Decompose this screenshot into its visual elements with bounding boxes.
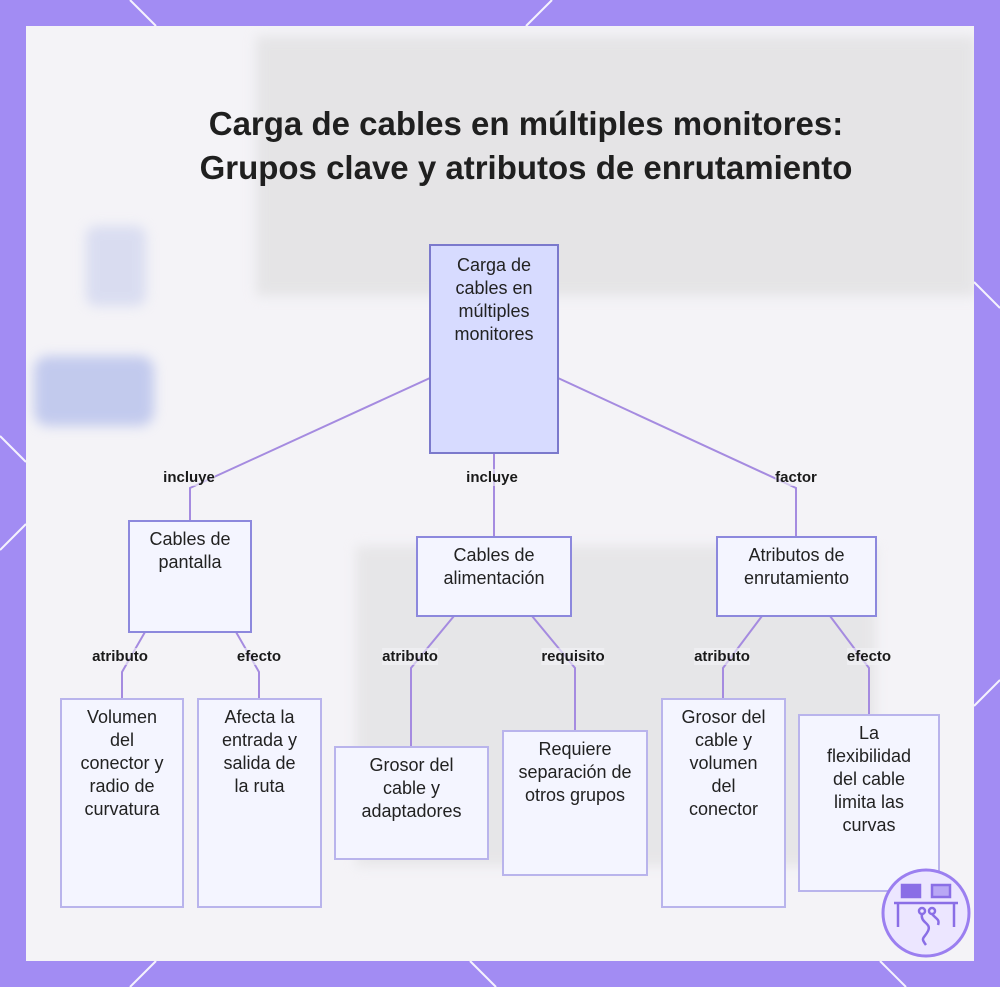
edge-label-root-power: incluye <box>466 469 518 486</box>
edge-label-root-display: incluye <box>163 469 215 486</box>
edge-root-routing <box>557 377 797 536</box>
diagram-title: Carga de cables en múltiples monitores: … <box>199 105 853 186</box>
node-display-cables: Cables de pantalla <box>128 520 252 633</box>
edge-routing-attr <box>722 615 763 698</box>
edge-display-attr <box>121 631 146 698</box>
edge-label-routing-attr: atributo <box>694 648 750 665</box>
edge-label-power-req: requisito <box>541 648 605 665</box>
edge-label-root-routing: factor <box>775 469 817 486</box>
edge-label-routing-effect: efecto <box>846 648 892 665</box>
edge-label-display-attr: atributo <box>92 648 148 665</box>
node-routing-attributes: Atributos de enrutamiento <box>716 536 877 617</box>
node-routing-attribute: Grosor del cable y volumen del conector <box>661 698 786 908</box>
edge-label-power-attr: atributo <box>382 648 438 665</box>
node-power-attribute: Grosor del cable y adaptadores <box>334 746 489 860</box>
edge-routing-effect <box>829 615 870 714</box>
edge-display-effect <box>235 631 260 698</box>
edge-root-display <box>189 377 431 520</box>
node-power-requirement: Requiere separación de otros grupos <box>502 730 648 876</box>
node-routing-effect: La flexibilidad del cable limita las cur… <box>798 714 940 892</box>
edge-power-attr <box>410 615 455 746</box>
node-power-cables: Cables de alimentación <box>416 536 572 617</box>
desk-computers-icon <box>881 868 971 958</box>
node-display-effect: Afecta la entrada y salida de la ruta <box>197 698 322 908</box>
node-root: Carga de cables en múltiples monitores <box>429 244 559 454</box>
node-display-attribute: Volumen del conector y radio de curvatur… <box>60 698 184 908</box>
edge-label-display-effect: efecto <box>236 648 282 665</box>
edge-power-req <box>531 615 576 730</box>
